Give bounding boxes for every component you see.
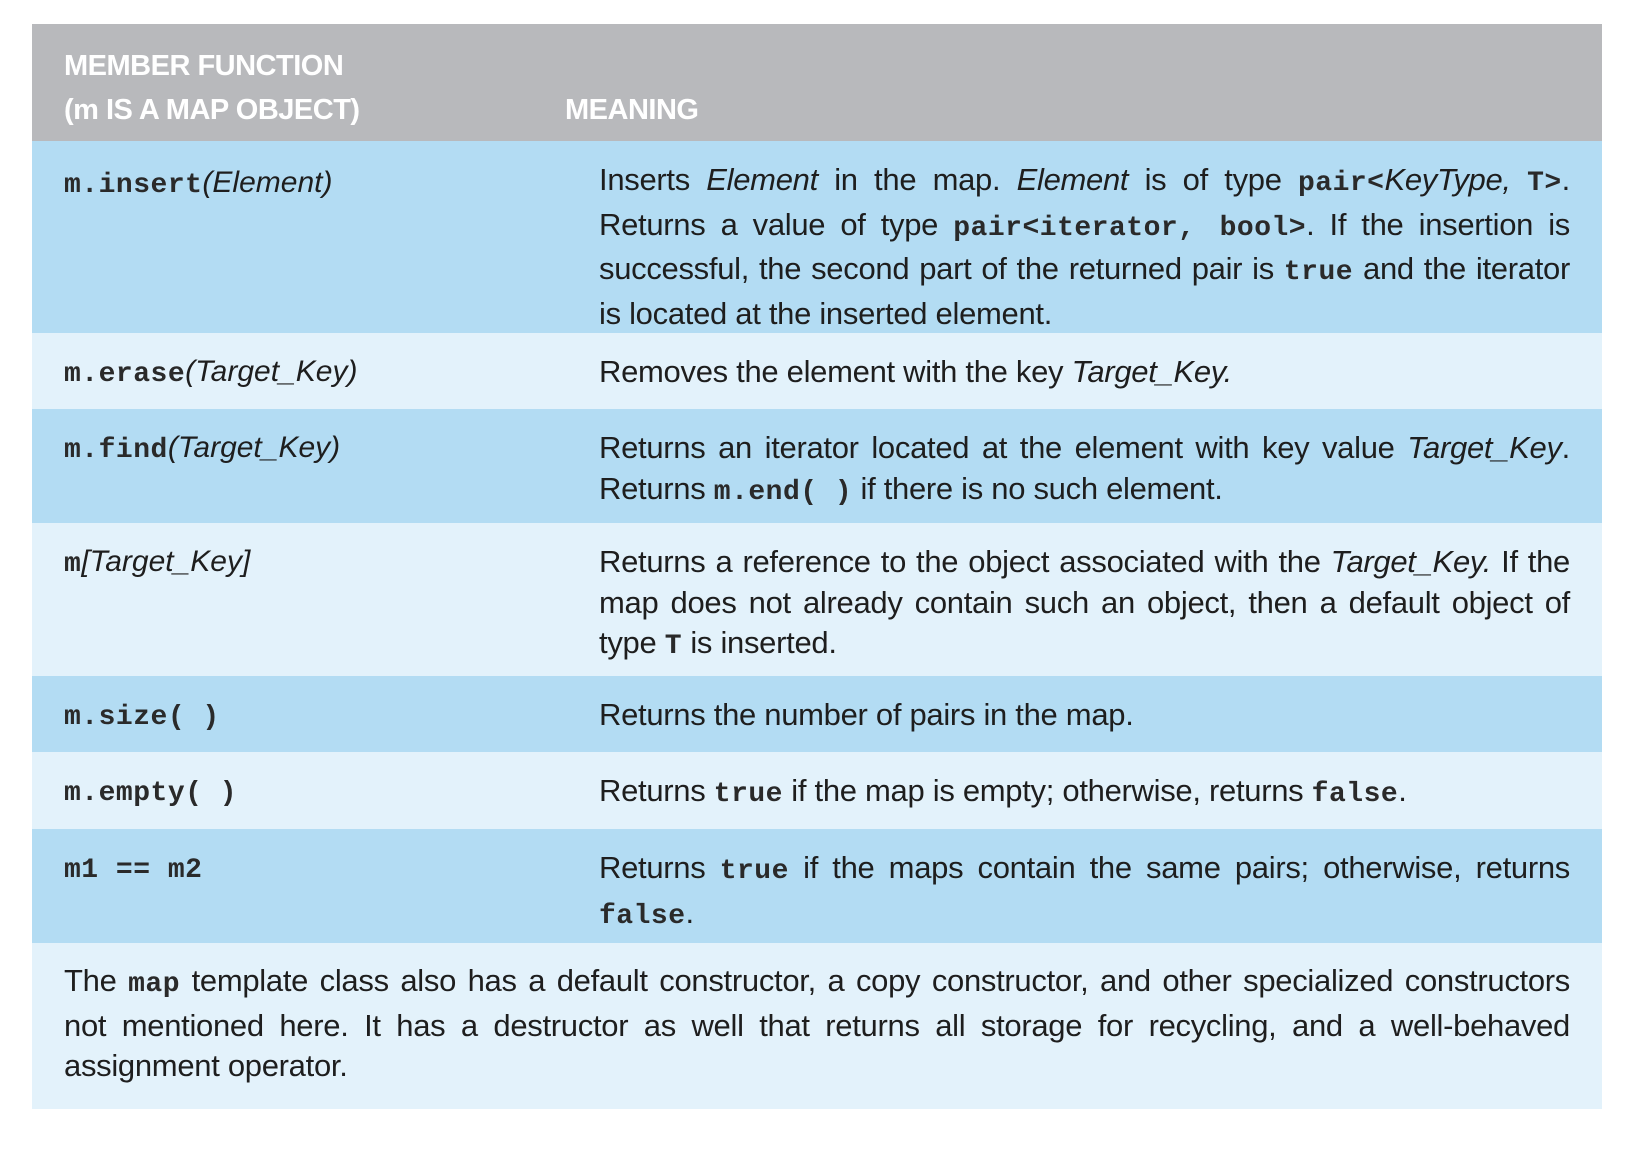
table-row-size: m.size( ) Returns the number of pairs in…: [32, 676, 1602, 752]
function-name: m.empty( ): [64, 778, 238, 809]
map-member-functions-table: MEMBER FUNCTION (m IS A MAP OBJECT) MEAN…: [32, 24, 1602, 1109]
meaning-cell: Returns the number of pairs in the map.: [599, 697, 1134, 732]
header-member-function: MEMBER FUNCTION (m IS A MAP OBJECT): [32, 24, 565, 141]
function-args: (Target_Key): [167, 431, 341, 464]
table-header: MEMBER FUNCTION (m IS A MAP OBJECT) MEAN…: [32, 24, 1602, 141]
meaning-cell: Returns a reference to the object associ…: [599, 544, 1570, 662]
header-col1-line1: MEMBER FUNCTION: [64, 50, 344, 82]
function-cell: m.insert(Element): [32, 141, 599, 333]
function-name: m1 == m2: [64, 855, 203, 886]
function-name: m: [64, 549, 82, 580]
table-row-empty: m.empty( ) Returns true if the map is em…: [32, 752, 1602, 829]
function-cell: m.find(Target_Key): [32, 409, 599, 523]
function-cell: m1 == m2: [32, 829, 599, 943]
table-row-insert: m.insert(Element) Inserts Element in the…: [32, 141, 1602, 333]
function-name: m.insert: [64, 170, 203, 201]
function-name: m.size( ): [64, 702, 220, 733]
function-args: (Target_Key): [185, 355, 358, 388]
table-row-erase: m.erase(Target_Key) Removes the element …: [32, 333, 1602, 409]
meaning-cell: Inserts Element in the map. Element is o…: [599, 162, 1570, 331]
function-name: m.erase: [64, 359, 186, 390]
function-cell: m.empty( ): [32, 752, 599, 829]
table-row-equality: m1 == m2 Returns true if the maps contai…: [32, 829, 1602, 943]
table-row-find: m.find(Target_Key) Returns an iterator l…: [32, 409, 1602, 523]
function-args: [Target_Key]: [81, 545, 251, 578]
function-args: (Element): [202, 166, 333, 199]
table-row-subscript: m[Target_Key] Returns a reference to the…: [32, 523, 1602, 676]
header-col1-line2: (m IS A MAP OBJECT): [64, 94, 360, 126]
function-cell: m.erase(Target_Key): [32, 333, 599, 409]
function-cell: m[Target_Key]: [32, 523, 599, 676]
function-cell: m.size( ): [32, 676, 599, 752]
table-footer-note: The map template class also has a defaul…: [32, 943, 1602, 1109]
meaning-cell: Removes the element with the key Target_…: [599, 354, 1232, 389]
meaning-cell: Returns an iterator located at the eleme…: [599, 430, 1570, 508]
meaning-cell: Returns true if the maps contain the sam…: [599, 850, 1570, 932]
meaning-cell: Returns true if the map is empty; otherw…: [599, 773, 1407, 810]
function-name: m.find: [64, 435, 168, 466]
header-meaning: MEANING: [565, 94, 699, 126]
